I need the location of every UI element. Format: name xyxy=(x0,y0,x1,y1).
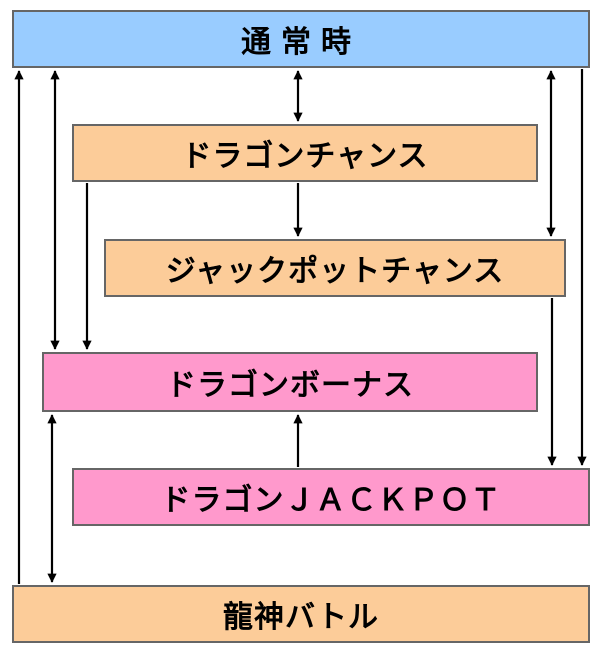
node-ryujin-battle: 龍神バトル xyxy=(12,585,590,643)
node-dragon-chance: ドラゴンチャンス xyxy=(72,124,538,182)
node-dragon-jackpot: ドラゴンＪＡＣＫＰＯＴ xyxy=(72,468,590,526)
node-normal: 通常時 xyxy=(12,10,590,68)
node-jackpot-chance: ジャックポットチャンス xyxy=(104,239,566,297)
node-dragon-bonus: ドラゴンボーナス xyxy=(42,352,538,412)
